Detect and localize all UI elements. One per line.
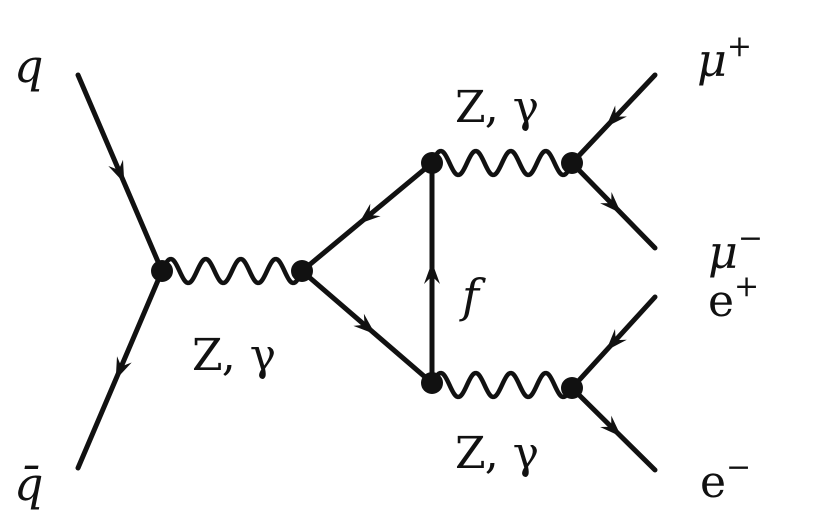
label-mu-plus: μ+ <box>697 29 752 87</box>
vertex-loop-lower <box>421 372 443 394</box>
arrow-mu-plus-icon <box>606 105 627 127</box>
arrow-loop-vertical-icon <box>424 262 440 284</box>
arrow-antiquark-icon <box>115 356 132 380</box>
label-boson-upper: Z, γ <box>455 82 539 133</box>
label-e-plus: e+ <box>708 269 759 327</box>
boson-upper-wave <box>429 148 575 178</box>
vertex-muon-decay <box>561 152 583 174</box>
vertex-loop-upper <box>421 152 443 174</box>
vertex-production <box>151 260 173 282</box>
label-boson-left: Z, γ <box>192 330 276 381</box>
arrow-e-minus-icon <box>600 415 622 437</box>
arrow-quark-direction-icon <box>108 159 125 184</box>
arrow-mu-minus-icon <box>600 192 622 214</box>
arrow-loop-lower-icon <box>353 313 376 335</box>
label-quark: q <box>14 39 43 93</box>
boson-lower-wave <box>429 370 575 400</box>
label-fermion: f <box>459 269 486 323</box>
label-boson-lower: Z, γ <box>455 428 539 479</box>
vertex-loop-left <box>291 260 313 282</box>
arrow-loop-upper-icon <box>358 203 381 224</box>
label-e-minus: e− <box>700 450 751 508</box>
arrow-e-plus-icon <box>606 329 627 351</box>
label-antiquark: q̄ <box>14 457 43 511</box>
boson-left-wave <box>159 256 305 286</box>
label-mu-minus: μ− <box>708 221 763 279</box>
vertex-electron-decay <box>561 377 583 399</box>
